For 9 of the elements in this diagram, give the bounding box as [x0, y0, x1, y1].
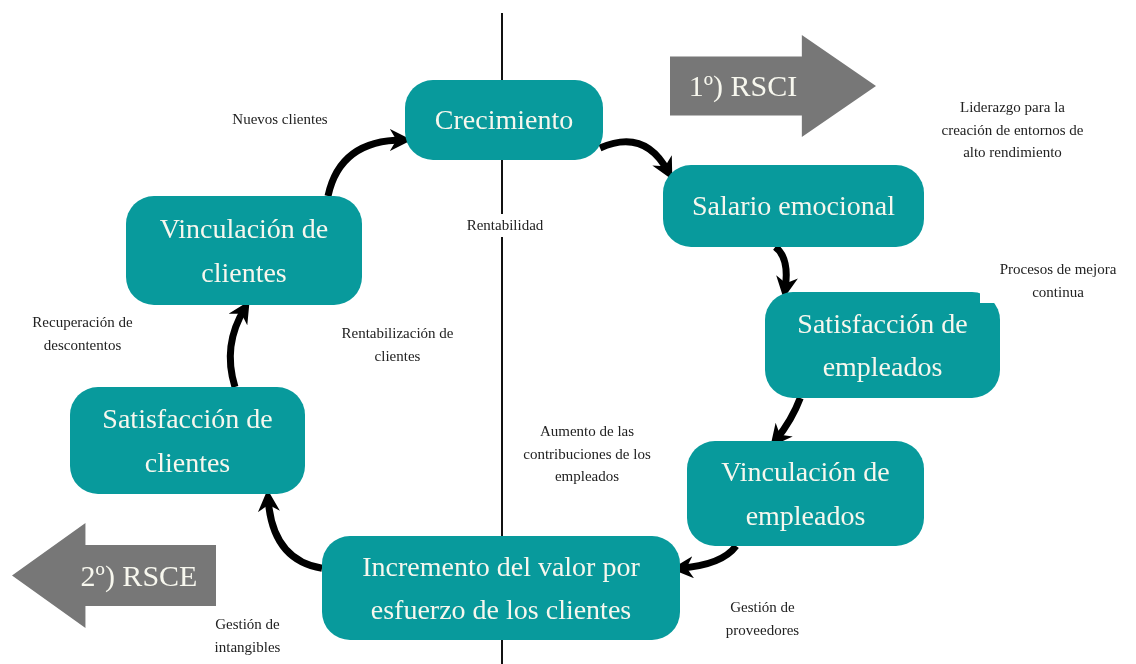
process-box: Crecimiento [405, 80, 603, 160]
process-box: Vinculación de clientes [126, 196, 362, 305]
process-box: Incremento del valor por esfuerzo de los clientes [322, 536, 680, 640]
process-box: Satisfacción de clientes [70, 387, 305, 494]
arrow-label: 2º) RSCE [80, 558, 198, 593]
process-box: Vinculación de empleados [687, 441, 924, 546]
process-box: Salario emocional [663, 165, 924, 247]
arrow-label: 1º) RSCI [688, 69, 798, 103]
process-box: Satisfacción de empleados [765, 292, 1000, 398]
